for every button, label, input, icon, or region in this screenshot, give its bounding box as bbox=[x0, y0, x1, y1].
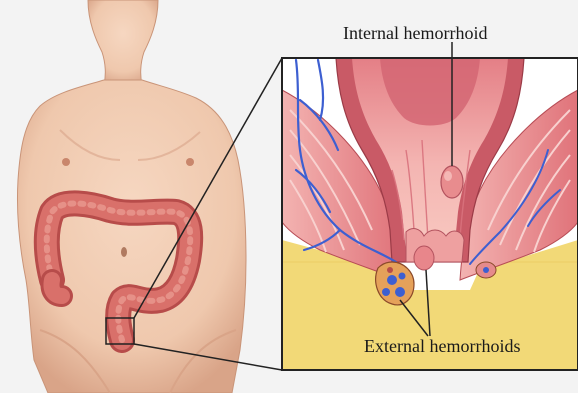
internal-hemorrhoid bbox=[441, 166, 463, 198]
label-internal-hemorrhoid: Internal hemorrhoid bbox=[343, 24, 487, 42]
rectum-cross-section bbox=[282, 58, 578, 370]
label-external-hemorrhoids: External hemorrhoids bbox=[364, 337, 520, 355]
